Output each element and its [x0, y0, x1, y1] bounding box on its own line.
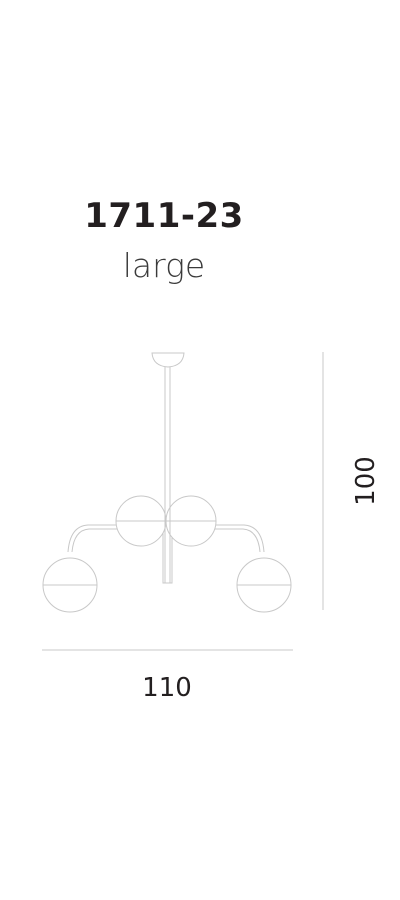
- ceiling-canopy: [151, 352, 185, 368]
- width-dimension-label: 110: [142, 673, 192, 703]
- model-number: 1711-23: [84, 196, 244, 236]
- left-arm-edge: [71, 528, 163, 553]
- size-label: large: [122, 246, 206, 285]
- right-arm: [172, 524, 265, 553]
- right-arm-edge: [172, 528, 261, 553]
- height-dimension-text: 100: [351, 456, 381, 506]
- left-arm: [67, 524, 163, 553]
